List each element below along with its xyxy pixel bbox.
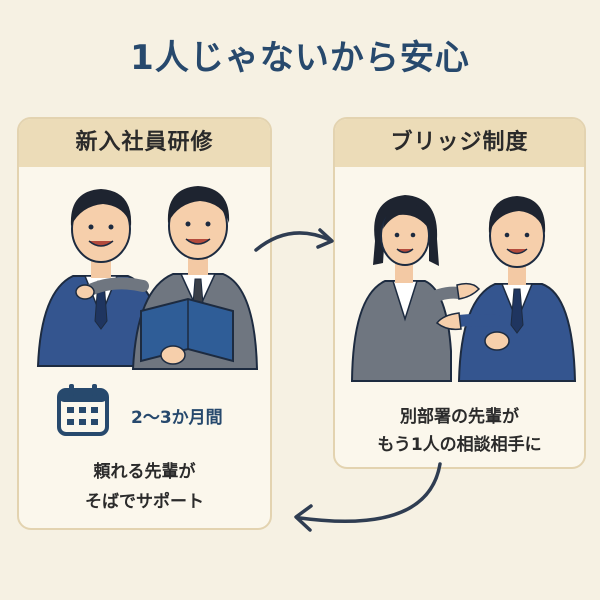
arrow-back-icon (294, 462, 442, 532)
mentor-and-newcomer-illustration (33, 171, 258, 371)
description-line: そばでサポート (85, 492, 204, 512)
training-description: 頼れる先輩が そばでサポート (19, 457, 270, 517)
bridge-description: 別部署の先輩が もう1人の相談相手に (335, 403, 584, 459)
colleagues-talking-illustration (347, 181, 577, 386)
training-duration: 2〜3か月間 (131, 408, 223, 428)
arrow-right-icon (254, 228, 334, 252)
card-heading: 新入社員研修 (19, 119, 270, 167)
new-employee-training-card: 新入社員研修 (17, 117, 272, 530)
bridge-system-card: ブリッジ制度 (333, 117, 586, 469)
card-heading: ブリッジ制度 (335, 119, 584, 167)
description-line: 別部署の先輩が (400, 407, 519, 427)
description-line: 頼れる先輩が (93, 462, 196, 482)
calendar-icon (55, 382, 111, 438)
page-title: 1人じゃないから安心 (130, 38, 470, 78)
description-line: もう1人の相談相手に (377, 435, 542, 455)
